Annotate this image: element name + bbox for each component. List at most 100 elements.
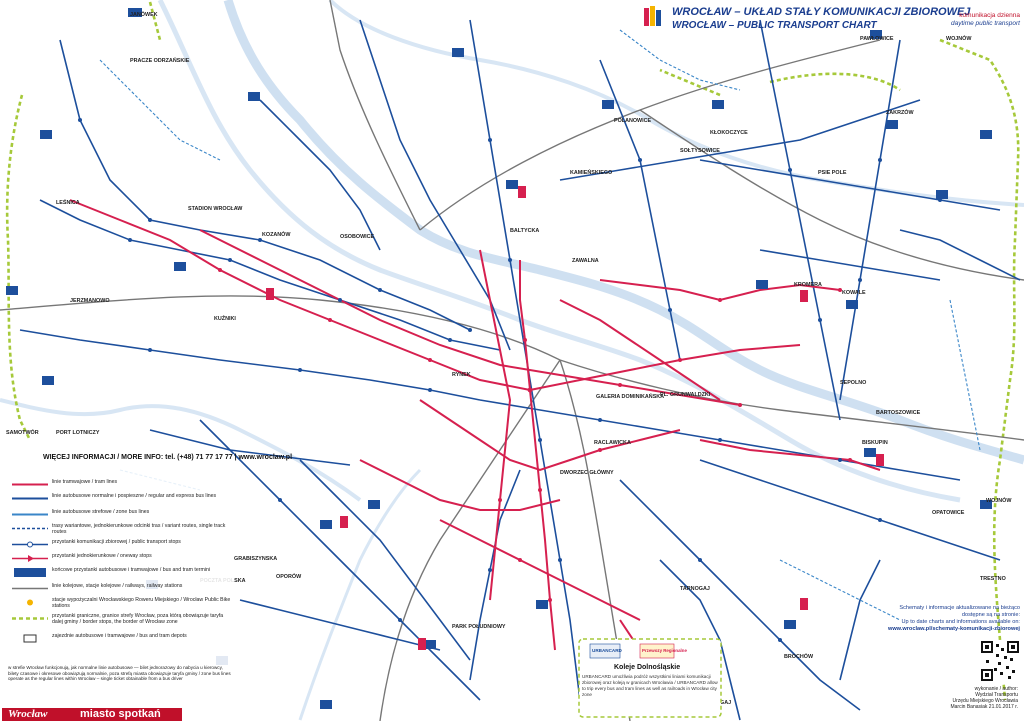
railway-swatch-icon — [12, 587, 48, 590]
river-sleza — [298, 468, 422, 721]
stop-label: OPORÓW — [276, 574, 302, 580]
legend-footnote: w strefie Wrocław funkcjonują, jak norma… — [8, 665, 231, 681]
stop-label: OPATOWICE — [932, 510, 965, 516]
legend-text: linie kolejowe, stacje kolejowe / railwa… — [52, 583, 183, 589]
zone-bus-swatch-icon — [12, 513, 48, 516]
rail-box-text: URBANCARD umożliwia podróż wszystkimi li… — [582, 674, 718, 697]
stop-label: PARK POŁUDNIOWY — [452, 624, 506, 630]
legend-row-variant: trasy wariantowe, jednokierunkowe odcink… — [12, 522, 232, 535]
terminus-swatch-icon — [14, 568, 46, 577]
brand-wroclaw: Wrocław — [8, 708, 48, 720]
stop-label: JERZMANOWO — [70, 298, 110, 304]
stop-label: DWORZEC GŁÓWNY — [560, 470, 614, 476]
stop-label: GAJ — [720, 700, 732, 706]
stop-label: GRABISZYNSKA — [234, 556, 278, 562]
stop-label: BISKUPIN — [862, 440, 888, 446]
stop-label: PSIE POLE — [818, 170, 847, 176]
bike-station-swatch-icon — [27, 599, 33, 606]
bus-line-swatch-icon — [12, 497, 48, 500]
tram-terminus-boxes — [266, 186, 884, 650]
author-line: Marcin Banasiak 21.01.2017 r. — [950, 704, 1018, 710]
stop-label: BARTOSZOWICE — [876, 410, 921, 416]
bus-lines — [19, 19, 1021, 721]
tram-stop-dots — [218, 268, 852, 602]
info-line: Schematy i informacje aktualizowane na b… — [899, 605, 1020, 611]
map-title-block: WROCŁAW – UKŁAD STAŁY KOMUNIKACJI ZBIORO… — [642, 4, 970, 40]
stop-label: RACLAWICKA — [594, 440, 631, 446]
urbancard-logo: URBANCARD — [592, 648, 622, 653]
brand-slogan: miasto spotkań — [80, 708, 161, 720]
rail-promo-box: URBANCARD Przewozy Regionalne Koleje Dol… — [578, 638, 722, 718]
stop-label: PRACZE ODRZAŃSKIE — [130, 58, 190, 64]
wroclaw-brand-bar: Wrocław miasto spotkań — [2, 708, 182, 721]
stop-label: PORT LOTNICZY — [56, 430, 100, 436]
author-line: wykonanie / author: — [974, 686, 1018, 692]
stop-label: RYNEK — [452, 372, 471, 378]
legend-text: przystanki komunikacji zbiorowej / publi… — [52, 539, 181, 545]
stop-label: BROCHÓW — [784, 654, 814, 660]
info-line: Up to date charts and informations avail… — [901, 619, 1020, 625]
stop-label: PL. GRUNWALDZKI — [660, 392, 711, 398]
legend-text: linie tramwajowe / tram lines — [52, 479, 118, 485]
legend-text: linie autobusowe strefowe / zone bus lin… — [52, 509, 150, 515]
stop-label: TARNOGAJ — [680, 586, 710, 592]
map-legend: WIĘCEJ INFORMACJI / MORE INFO: tel. (+48… — [6, 454, 292, 669]
legend-heading: WIĘCEJ INFORMACJI / MORE INFO: tel. (+48… — [43, 454, 293, 461]
stop-label: KOWALE — [842, 290, 866, 296]
legend-row-bus: linie autobusowe normalne i pospieszne /… — [12, 492, 232, 504]
stop-label: KŁOKOCZYCE — [710, 130, 748, 136]
legend-row-zone-bus: linie autobusowe strefowe / zone bus lin… — [12, 508, 232, 520]
legend-text: końcowe przystanki autobusowe i tramwajo… — [52, 567, 211, 573]
legend-row-rail: linie kolejowe, stacje kolejowe / railwa… — [12, 582, 232, 594]
depot-swatch-icon — [23, 634, 37, 643]
stop-label: SAMOTWÓR — [6, 430, 39, 436]
stop-label: KOZANÓW — [262, 232, 291, 238]
legend-text: trasy wariantowe, jednokierunkowe odcink… — [52, 523, 226, 535]
author-line: Urzędu Miejskiego Wrocławia — [952, 698, 1019, 704]
legend-row-termini: końcowe przystanki autobusowe i tramwajo… — [12, 566, 232, 578]
stop-label: ZAKRZÓW — [886, 110, 914, 116]
stop-label: SOŁTYSOWICE — [680, 148, 720, 154]
legend-row-zone: przystanki graniczne, granice strefy Wro… — [12, 612, 232, 625]
rail-box-title: Koleje Dolnośląskie — [614, 664, 681, 671]
przewozy-logo: Przewozy Regionalne — [642, 648, 687, 653]
zone-boundary — [5, 1, 1020, 701]
stop-label: STADION WROCŁAW — [188, 206, 243, 212]
tram-line-swatch-icon — [12, 483, 48, 486]
legend-row-bike: stacje wypożyczalni Wrocławskiego Roweru… — [12, 596, 232, 609]
info-line: dostępne są na stronie: — [961, 612, 1020, 618]
stop-label: BALTYCKA — [510, 228, 540, 234]
stop-label: PAWŁOWICE — [860, 36, 894, 42]
stop-label: WOJNÓW — [946, 36, 972, 42]
stop-swatch-icon — [12, 541, 48, 548]
river-bystrzyca — [0, 398, 362, 502]
legend-text: przystanki graniczne, granice strefy Wro… — [52, 613, 224, 625]
map-author: wykonanie / author: Wydział Transportu U… — [918, 686, 1018, 710]
wroclaw-logo-icon — [644, 6, 661, 26]
stop-label: ZAWALNA — [572, 258, 599, 264]
rail-box-frame — [578, 638, 722, 718]
legend-text: stacje wypożyczalni Wrocławskiego Roweru… — [52, 597, 231, 609]
daily-label-pl: komunikacja dzienna — [959, 12, 1020, 19]
stop-label: TRESTNO — [980, 576, 1006, 582]
stop-label: OSOBOWICE — [340, 234, 375, 240]
info-link[interactable]: www.wroclaw.pl/schematy-komunikacji-zbio… — [887, 626, 1020, 632]
stop-label: KROMERA — [794, 282, 822, 288]
stop-label: KUŹNIKI — [214, 316, 236, 322]
map-title-en: WROCŁAW – PUBLIC TRANSPORT CHART — [672, 20, 877, 31]
river-odra — [223, 0, 1024, 465]
stop-label: JANÓWEK — [130, 12, 158, 18]
stop-label: POLANOWICE — [614, 118, 652, 124]
legend-row-depot: zajezdnie autobusowe i tramwajowe / bus … — [12, 632, 232, 644]
daily-label-en: daytime public transport — [950, 20, 1020, 27]
map-title-pl: WROCŁAW – UKŁAD STAŁY KOMUNIKACJI ZBIORO… — [672, 6, 971, 18]
stop-dots — [78, 118, 942, 642]
legend-text: przystanki jednokierunkowe / oneway stop… — [52, 553, 152, 559]
legend-text: zajezdnie autobusowe i tramwajowe / bus … — [52, 633, 187, 639]
legend-row-stops: przystanki komunikacji zbiorowej / publi… — [12, 538, 232, 550]
qr-code-icon[interactable] — [980, 640, 1020, 682]
stop-label: WOJNÓW — [986, 498, 1012, 504]
legend-text: linie autobusowe normalne i pospieszne /… — [52, 493, 217, 499]
legend-row-tram: linie tramwajowe / tram lines — [12, 478, 232, 490]
schedule-info-box: Schematy i informacje aktualizowane na b… — [860, 605, 1020, 645]
